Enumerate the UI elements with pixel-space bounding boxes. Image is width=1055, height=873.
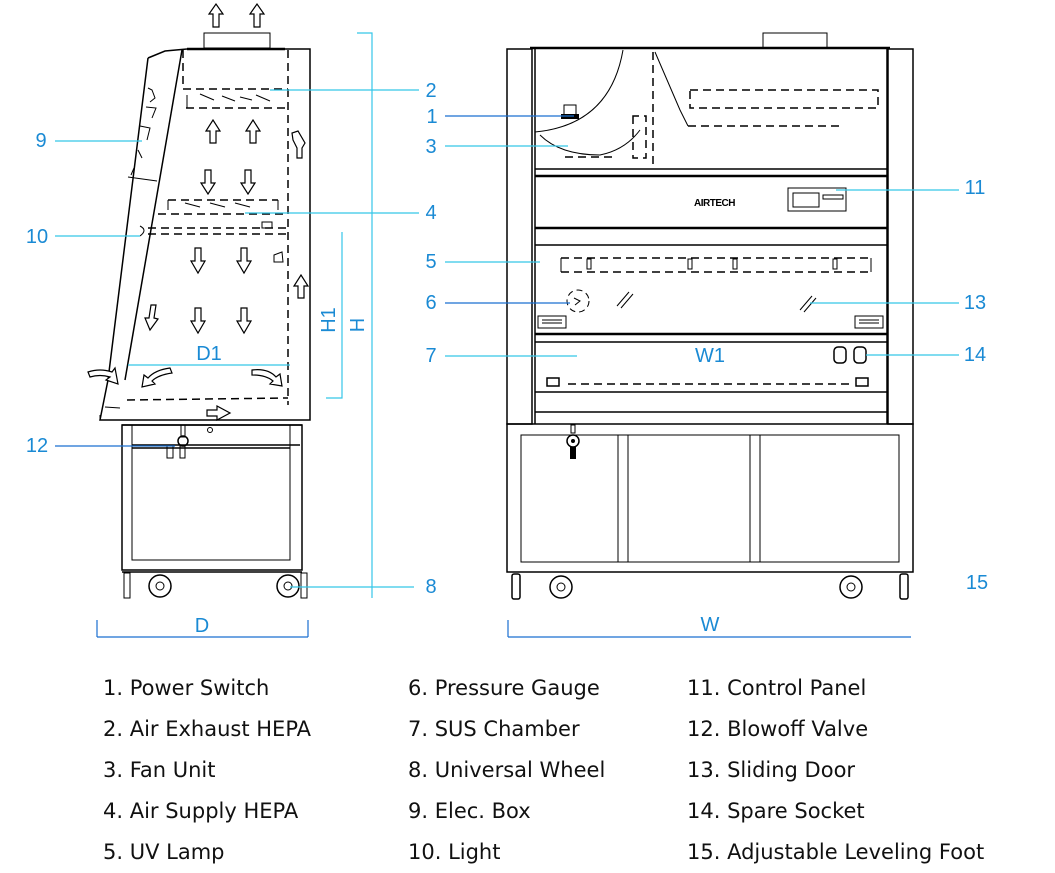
front-stand bbox=[506, 423, 914, 573]
callout-11: 11 bbox=[965, 177, 986, 199]
side-wheels bbox=[123, 572, 308, 599]
callout-8: 8 bbox=[425, 576, 436, 598]
callout-12: 12 bbox=[26, 435, 48, 457]
dimension-inner-depth-label: D1 bbox=[196, 343, 222, 365]
callout-1: 1 bbox=[426, 106, 437, 128]
legend-item: 7. SUS Chamber bbox=[408, 717, 580, 741]
spare-socket-icon bbox=[833, 346, 867, 364]
airflow-down-arrows bbox=[144, 169, 310, 335]
callout-6: 6 bbox=[425, 292, 436, 314]
cabinet-diagram: AIRTECH bbox=[26, 2, 988, 638]
callout-7: 7 bbox=[425, 345, 436, 367]
callout-15: 15 bbox=[966, 572, 988, 594]
dimension-lines bbox=[96, 32, 911, 638]
legend-item: 11. Control Panel bbox=[687, 676, 867, 700]
fan-unit bbox=[534, 49, 654, 168]
supply-hepa bbox=[148, 199, 288, 263]
legend-item: 8. Universal Wheel bbox=[408, 758, 606, 782]
legend-item: 6. Pressure Gauge bbox=[408, 676, 600, 700]
legend-item: 4. Air Supply HEPA bbox=[103, 799, 299, 823]
dimension-inner-height-label: H1 bbox=[318, 307, 340, 333]
legend-column-2: 6. Pressure Gauge 7. SUS Chamber 8. Univ… bbox=[408, 668, 605, 873]
front-view: AIRTECH bbox=[506, 32, 914, 600]
pressure-gauge-icon bbox=[566, 289, 590, 313]
callout-2: 2 bbox=[425, 80, 436, 102]
bottom-airflow-arrows bbox=[87, 366, 283, 422]
side-view bbox=[87, 2, 311, 599]
legend-item: 13. Sliding Door bbox=[687, 758, 856, 782]
side-stand bbox=[121, 424, 303, 573]
legend-item: 5. UV Lamp bbox=[103, 840, 225, 864]
legend-column-3: 11. Control Panel 12. Blowoff Valve 13. … bbox=[687, 668, 984, 873]
control-panel[interactable] bbox=[787, 187, 847, 212]
callout-9: 9 bbox=[35, 130, 46, 152]
side-body bbox=[99, 48, 311, 421]
legend-item: 3. Fan Unit bbox=[103, 758, 216, 782]
callout-leaders bbox=[55, 89, 959, 588]
light-icon bbox=[139, 225, 145, 237]
legend-item: 12. Blowoff Valve bbox=[687, 717, 869, 741]
uv-lamp bbox=[560, 257, 872, 273]
exhaust-collar bbox=[203, 32, 271, 49]
legend-item: 10. Light bbox=[408, 840, 501, 864]
dimension-inner-width-label: W1 bbox=[695, 345, 725, 367]
legend-item: 9. Elec. Box bbox=[408, 799, 531, 823]
callout-10: 10 bbox=[26, 226, 48, 248]
legend-column-1: 1. Power Switch 2. Air Exhaust HEPA 3. F… bbox=[103, 668, 311, 873]
power-switch-icon bbox=[561, 104, 579, 119]
exhaust-collar-front bbox=[762, 32, 828, 49]
blowoff-valve-icon bbox=[166, 424, 193, 459]
dimension-height-label: H bbox=[347, 318, 369, 332]
lower-lamp bbox=[546, 377, 869, 387]
exhaust-hepa bbox=[183, 88, 288, 109]
dimension-width-label: W bbox=[701, 614, 720, 636]
dimension-depth-label: D bbox=[195, 615, 209, 637]
callout-14: 14 bbox=[964, 344, 986, 366]
blowoff-valve-front-icon bbox=[566, 424, 580, 459]
callout-4: 4 bbox=[425, 202, 436, 224]
front-wheels bbox=[511, 573, 909, 600]
callout-3: 3 bbox=[425, 136, 436, 158]
elec-box bbox=[130, 87, 157, 176]
legend-item: 14. Spare Socket bbox=[687, 799, 865, 823]
exhaust-hepa-front bbox=[654, 51, 879, 127]
airflow-up-arrows bbox=[204, 118, 306, 159]
legend-item: 1. Power Switch bbox=[103, 676, 270, 700]
callout-5: 5 bbox=[425, 251, 436, 273]
sliding-door[interactable] bbox=[616, 291, 817, 313]
brand-label: AIRTECH bbox=[694, 198, 735, 209]
legend-item: 2. Air Exhaust HEPA bbox=[103, 717, 312, 741]
legend-item: 15. Adjustable Leveling Foot bbox=[687, 840, 985, 864]
callout-13: 13 bbox=[964, 292, 986, 314]
exhaust-arrow-icon bbox=[207, 2, 266, 28]
